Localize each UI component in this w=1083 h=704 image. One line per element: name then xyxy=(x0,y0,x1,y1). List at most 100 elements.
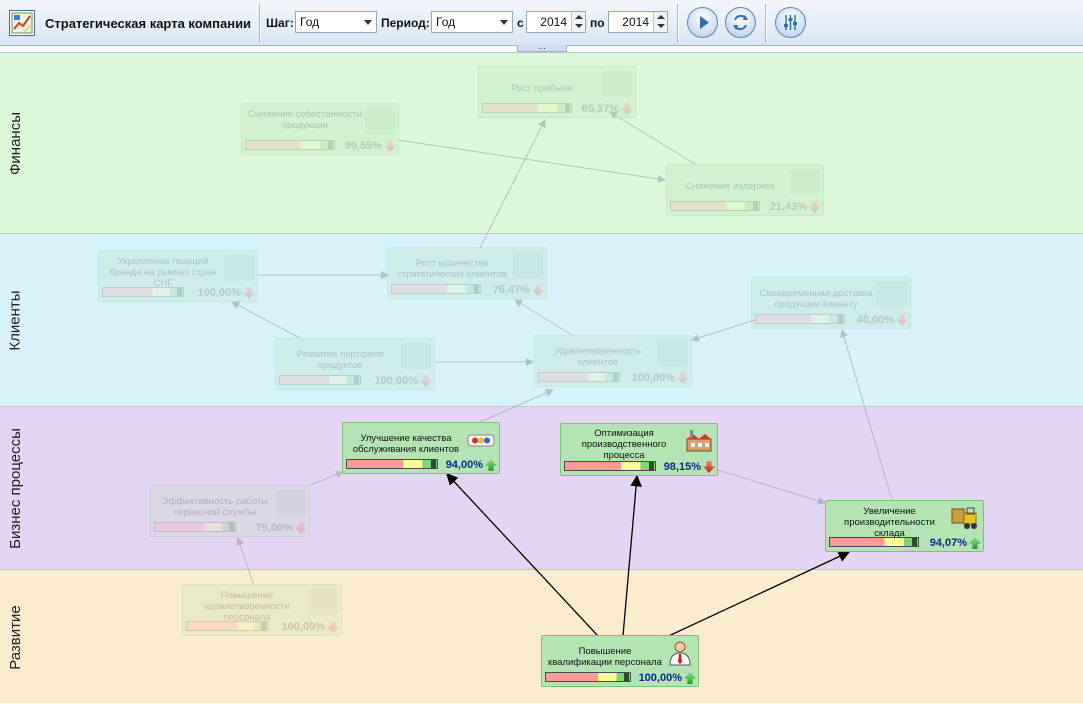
progress-bar xyxy=(545,672,631,682)
to-year-spinner[interactable]: 2014 xyxy=(608,11,668,33)
link xyxy=(609,111,696,165)
node-title: Развитие портфеля продуктов xyxy=(296,349,384,371)
progress-bar xyxy=(829,537,919,547)
chevron-down-icon xyxy=(500,20,508,25)
trend-down-icon xyxy=(703,461,715,473)
progress-bar xyxy=(245,140,335,150)
node-title: Рост прибыли xyxy=(511,83,573,94)
play-icon xyxy=(700,16,709,29)
node-profit-growth[interactable]: Рост прибыли 65,37% xyxy=(478,66,636,118)
progress-bar xyxy=(391,284,481,294)
link xyxy=(397,139,666,183)
chat-person-icon xyxy=(658,340,688,366)
trend-up-icon xyxy=(969,537,981,549)
link xyxy=(691,319,756,342)
link xyxy=(659,551,851,641)
node-cost-reduction[interactable]: Снижение себестоимости продукции 99,55% xyxy=(241,103,399,155)
money-stack-icon xyxy=(602,71,632,97)
node-title: Удовлетворенность клиентов xyxy=(554,346,642,368)
node-title: Оптимизация производственного процесса xyxy=(581,428,667,461)
truck-icon xyxy=(877,282,907,308)
node-timely-delivery[interactable]: Своевременная доставка продукции клиенту… xyxy=(751,277,911,329)
node-title: Увеличение производительности склада xyxy=(844,506,935,539)
period-value: Год xyxy=(436,15,456,29)
trend-down-icon xyxy=(243,287,255,299)
link xyxy=(236,537,254,585)
step-select[interactable]: Год xyxy=(295,11,377,33)
trend-down-icon xyxy=(809,201,821,213)
trend-up-icon xyxy=(684,672,696,684)
node-percent: 100,00% xyxy=(374,375,418,387)
link xyxy=(309,470,344,486)
play-button[interactable] xyxy=(687,7,718,38)
from-year-spinner[interactable]: 2014 xyxy=(526,11,586,33)
node-title: Повышение квалификации персонала xyxy=(548,646,662,668)
node-client-satisfaction[interactable]: Удовлетворенность клиентов 100,00% xyxy=(534,335,692,387)
node-warehouse-performance[interactable]: Увеличение производительности склада 94,… xyxy=(825,500,984,552)
service-gear-icon xyxy=(276,490,306,516)
node-percent: 100,00% xyxy=(281,621,325,633)
link xyxy=(446,473,599,637)
refresh-icon xyxy=(733,14,748,31)
trend-down-icon xyxy=(295,522,307,534)
node-production-optimization[interactable]: Оптимизация производственного процесса 9… xyxy=(560,423,718,476)
strategy-map-app-icon xyxy=(9,10,35,36)
node-percent: 21,43% xyxy=(769,201,807,213)
period-select[interactable]: Год xyxy=(431,11,513,33)
node-service-efficiency[interactable]: Эффективность работы сервисной службы 75… xyxy=(150,485,310,537)
node-brand-cis[interactable]: Укрепление позиций бренда на рынках стра… xyxy=(98,250,258,302)
node-title: Снижение себестоимости продукции xyxy=(248,109,362,131)
trend-down-icon xyxy=(327,621,339,633)
toolbar-expander[interactable]: ... xyxy=(517,42,567,52)
node-strategic-clients[interactable]: Рост количества стратегических клиентов … xyxy=(387,247,547,299)
node-percent: 40,00% xyxy=(856,314,894,326)
node-percent: 100,00% xyxy=(638,672,682,684)
node-title: Рост количества стратегических клиентов xyxy=(397,258,507,280)
node-staff-satisfaction[interactable]: Повышение удовлетворенности персонала 10… xyxy=(182,584,342,636)
clients-icon xyxy=(513,252,543,278)
link xyxy=(514,299,573,336)
link xyxy=(479,389,554,423)
briefcase-icon xyxy=(401,343,431,369)
progress-bar xyxy=(186,621,268,631)
refresh-button[interactable] xyxy=(725,7,756,38)
forklift-icon xyxy=(950,505,980,531)
node-staff-skills[interactable]: Повышение квалификации персонала 100,00% xyxy=(541,635,699,687)
node-title: Своевременная доставка продукции клиенту xyxy=(759,288,873,310)
trend-down-icon xyxy=(896,314,908,326)
node-product-portfolio[interactable]: Развитие портфеля продуктов 100,00% xyxy=(275,338,435,390)
link xyxy=(622,474,642,637)
person-chat-icon xyxy=(308,589,338,615)
node-percent: 65,37% xyxy=(581,103,619,115)
factory-icon xyxy=(684,428,714,454)
trend-down-icon xyxy=(677,372,689,384)
node-expense-reduction[interactable]: Снижение издержек 21,43% xyxy=(666,164,824,216)
spinner-arrows-icon[interactable] xyxy=(571,12,585,32)
toolbar-separator xyxy=(677,4,678,42)
spinner-arrows-icon[interactable] xyxy=(653,12,667,32)
progress-bar xyxy=(670,201,760,211)
progress-bar xyxy=(279,375,361,385)
node-percent: 75,00% xyxy=(255,522,293,534)
node-service-quality[interactable]: Улучшение качества обслуживания клиентов… xyxy=(342,422,500,474)
settings-sliders-button[interactable] xyxy=(775,7,806,38)
node-title: Укрепление позиций бренда на рынках стра… xyxy=(109,256,217,289)
progress-bar xyxy=(564,461,656,471)
trend-up-icon xyxy=(485,459,497,471)
toolbar-separator xyxy=(765,4,766,42)
trend-down-icon xyxy=(420,375,432,387)
node-percent: 94,00% xyxy=(445,459,483,471)
node-percent: 76,47% xyxy=(492,284,530,296)
band-clients: Клиенты xyxy=(0,233,1083,406)
sliders-icon xyxy=(784,15,797,30)
band-finance: Финансы xyxy=(0,52,1083,233)
traffic-light-icon xyxy=(466,427,496,453)
dim-links xyxy=(231,111,893,585)
progress-bar xyxy=(755,314,845,324)
progress-bar xyxy=(482,103,572,113)
from-label: с xyxy=(517,16,524,30)
progress-bar xyxy=(346,459,438,469)
node-title: Эффективность работы сервисной службы xyxy=(161,496,269,518)
node-percent: 100,00% xyxy=(197,287,241,299)
node-percent: 100,00% xyxy=(631,372,675,384)
